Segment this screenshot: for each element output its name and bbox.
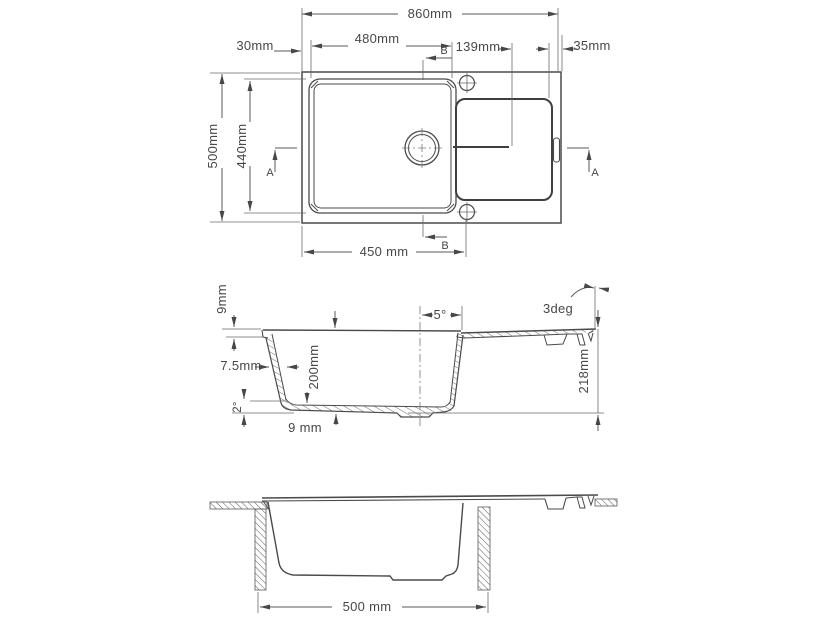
section-marker-a-right: A	[591, 167, 599, 179]
front-view: 500 mm	[209, 494, 618, 614]
section-marker-b-top: B	[440, 45, 447, 57]
dim-bowl-depth: 440mm	[234, 124, 249, 169]
section-dimension-labels: 9mm 7.5mm 200mm 2° 9 mm 5° 3deg 218mm	[214, 284, 591, 435]
sink-profile	[261, 328, 597, 418]
top-view: A A B B 860mm 30mm 480mm 139mm 35mm 500m…	[205, 6, 610, 259]
dim-overall-width: 860mm	[408, 6, 453, 21]
dim-wall-thickness: 7.5mm	[220, 358, 261, 373]
dim-base-thickness: 9 mm	[288, 420, 322, 435]
section-dimension-lines	[231, 283, 610, 431]
sink-body-outline	[301, 71, 562, 224]
section-marker-b-bottom: B	[441, 240, 448, 252]
dim-bowl-width: 480mm	[355, 31, 400, 46]
front-view-dimension: 500 mm	[257, 592, 489, 614]
top-view-dimension-lines	[219, 11, 577, 255]
dim-overall-depth: 500mm	[205, 124, 220, 169]
dim-drainer-angle: 3deg	[543, 301, 573, 316]
dim-drainer-length: 139mm	[456, 39, 501, 54]
section-hatch-fills	[266, 329, 596, 417]
section-marker-a-left: A	[266, 167, 274, 179]
bowl-outline	[308, 78, 457, 214]
overflow-slot	[552, 137, 561, 163]
drainer-recess	[453, 98, 553, 201]
top-view-dimension-labels: 860mm 30mm 480mm 139mm 35mm 500mm 440mm …	[205, 6, 610, 259]
section-reference-lines	[222, 286, 604, 427]
section-markers: A A B B	[266, 45, 599, 252]
dim-wall-angle: 5°	[433, 307, 446, 322]
section-view: 9mm 7.5mm 200mm 2° 9 mm 5° 3deg 218mm	[214, 283, 610, 435]
dim-right-edge-offset: 35mm	[573, 38, 610, 53]
tap-holes	[457, 73, 477, 222]
dim-base-angle: 2°	[232, 401, 244, 412]
sink-front-profile	[261, 494, 599, 581]
dim-bowl-inner-depth: 200mm	[306, 345, 321, 390]
worktop-hatching	[209, 498, 618, 510]
drain-hole	[402, 128, 442, 168]
dim-drain-offset: 450 mm	[360, 244, 409, 259]
dim-overall-height: 218mm	[576, 349, 591, 394]
dim-left-edge-offset: 30mm	[236, 38, 273, 53]
dim-rim-thickness: 9mm	[214, 284, 229, 314]
cabinet-walls	[254, 506, 491, 591]
dim-cabinet-width: 500 mm	[343, 599, 392, 614]
top-view-extension-lines	[210, 8, 563, 257]
